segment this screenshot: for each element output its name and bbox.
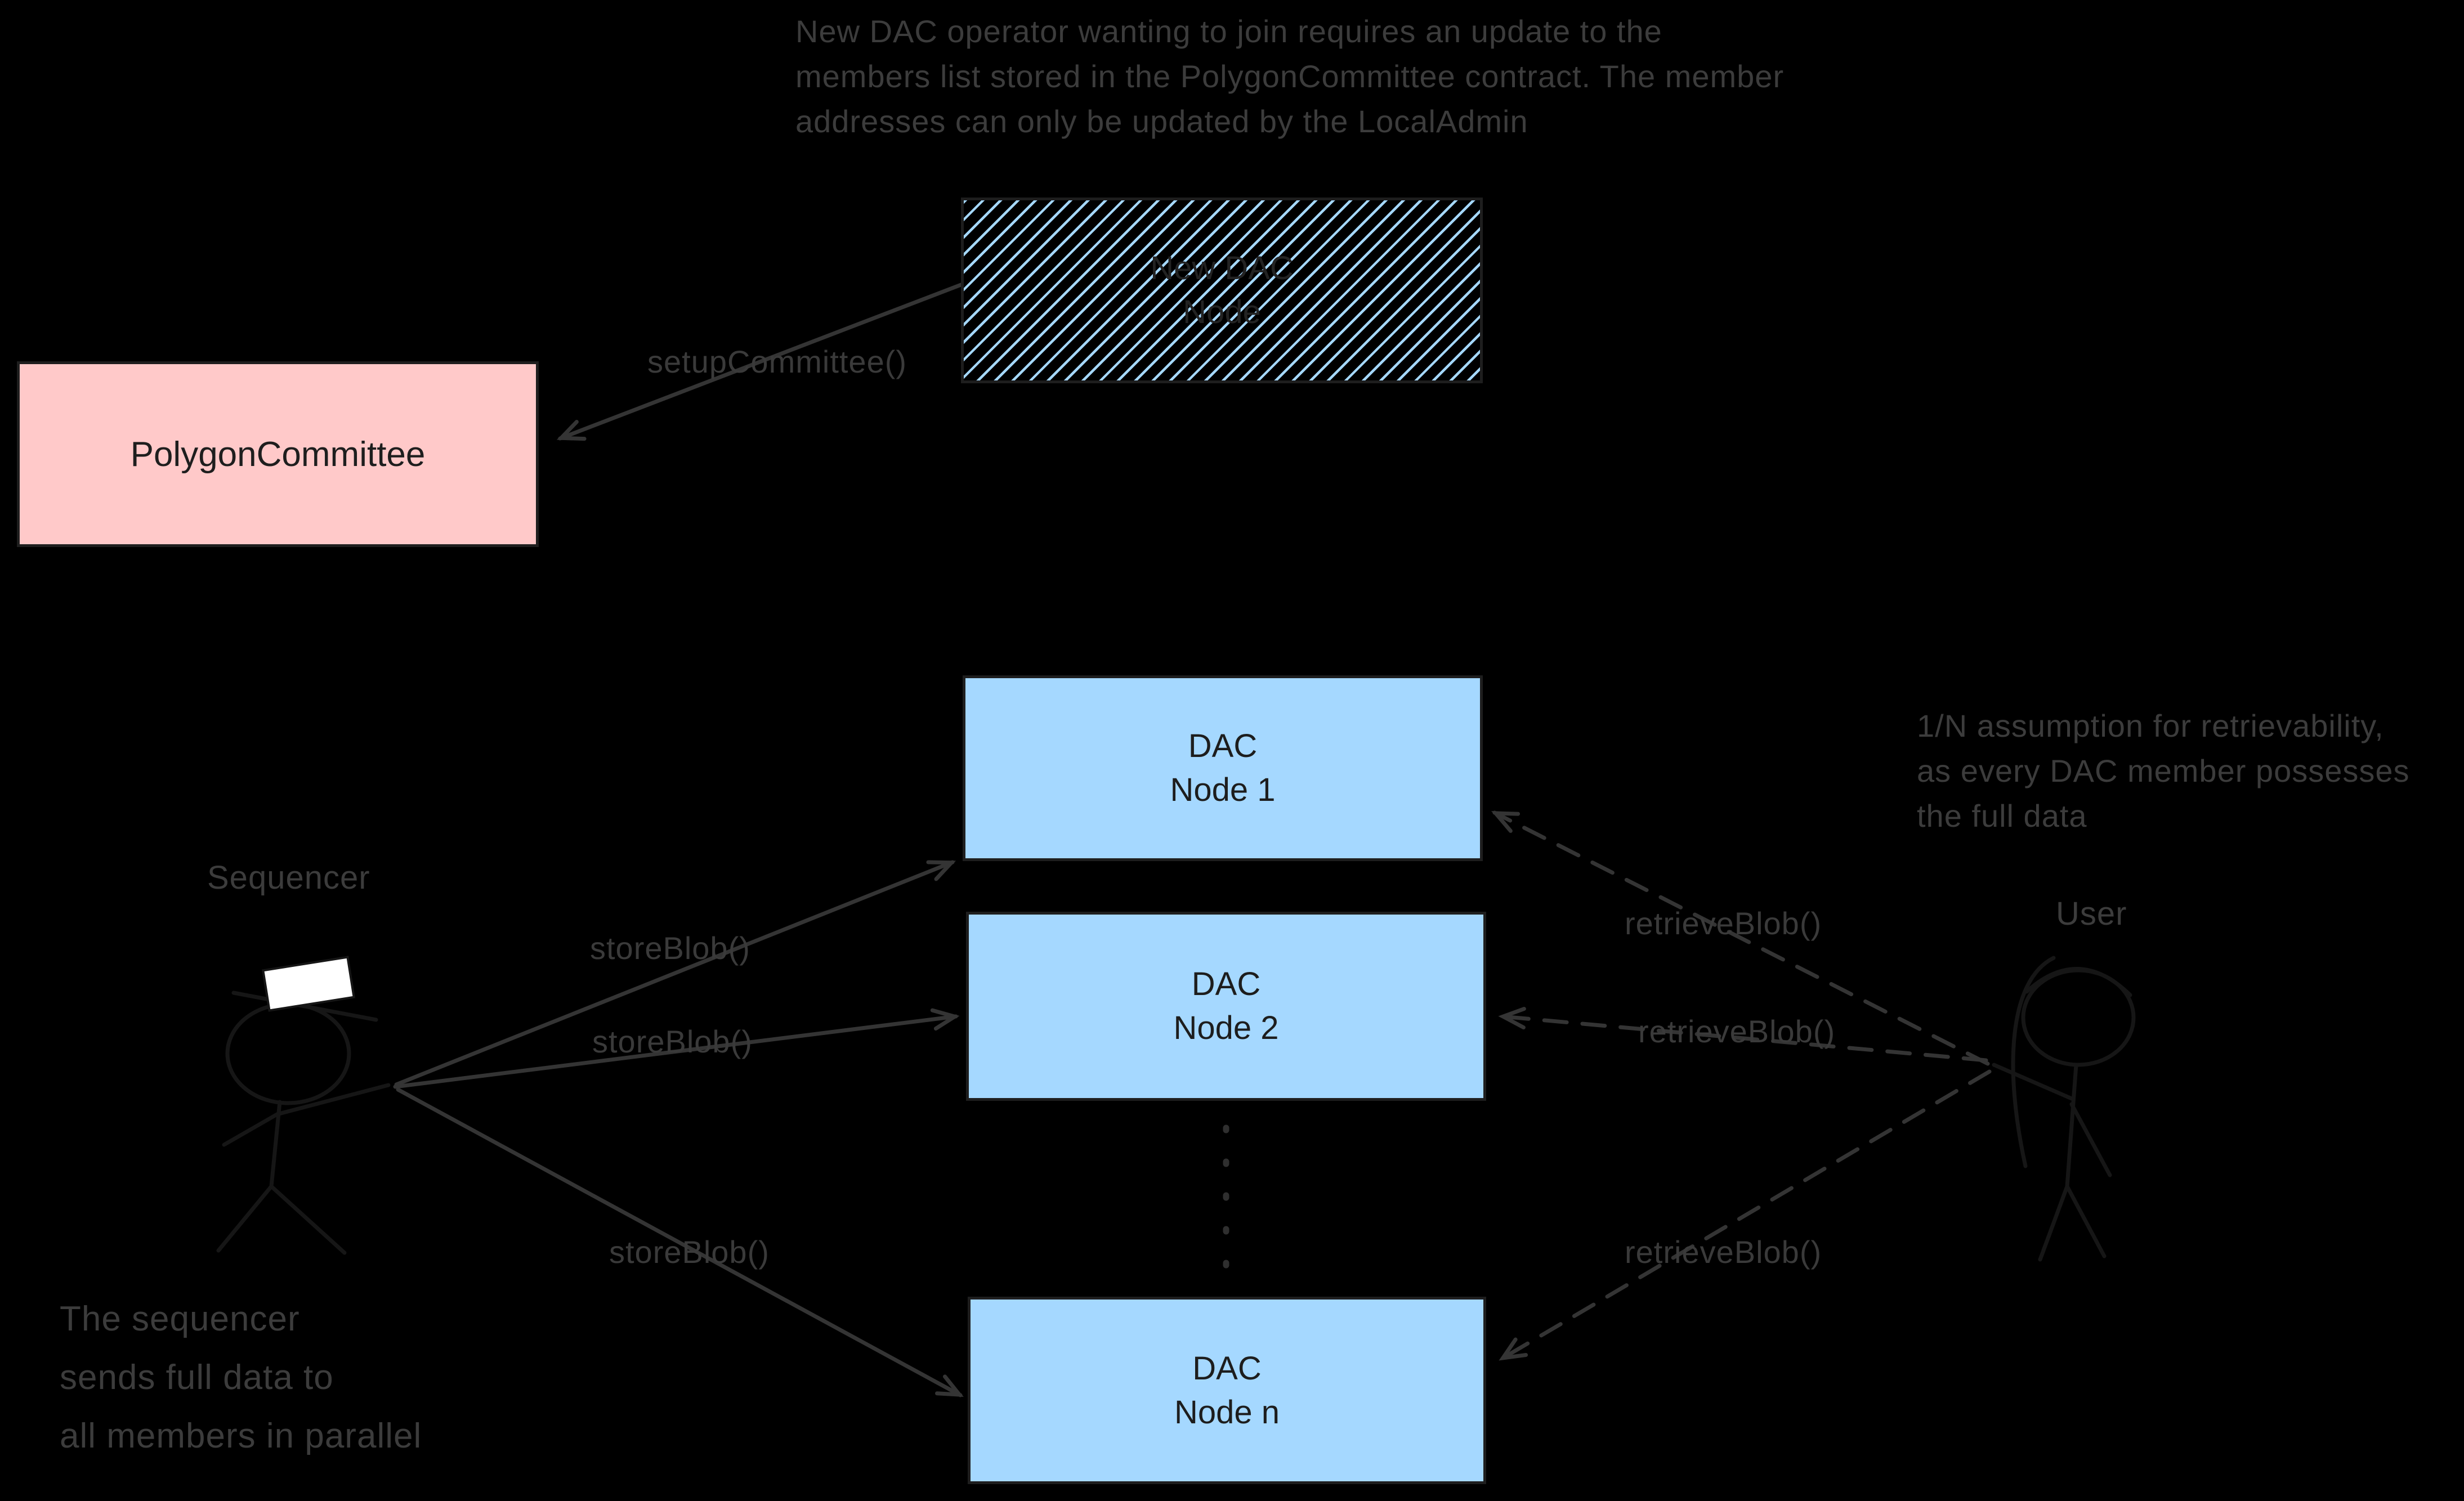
note-line: The sequencer <box>60 1300 300 1338</box>
note-new-dac-operator: New DAC operator wanting to join require… <box>795 9 1784 144</box>
arrow-retrieve-blob-node1 <box>1491 810 1990 1066</box>
arrow-setup-committee <box>556 283 963 441</box>
box-dac-node-1: DAC Node 1 <box>963 675 1483 861</box>
box-label-line: Node 2 <box>1173 1010 1279 1046</box>
note-line: 1/N assumption for retrievability, <box>1917 708 2384 743</box>
label-sequencer: Sequencer <box>207 859 370 896</box>
box-label-line: New DAC <box>1150 250 1294 286</box>
box-label-line: DAC <box>1192 1350 1262 1387</box>
sequencer-person-icon <box>216 956 391 1255</box>
label-setup-committee: setupCommittee() <box>647 344 907 379</box>
arrow-retrieve-blob-noden <box>1499 1069 1992 1361</box>
box-label-line: DAC <box>1188 728 1258 764</box>
arrow-retrieve-blob-node2 <box>1498 1007 1988 1063</box>
arrow-store-blob-node1 <box>394 860 956 1087</box>
label-user: User <box>2056 895 2127 932</box>
label-retrieve-blob-n: retrieveBlob() <box>1625 1234 1822 1270</box>
label-store-blob-n: storeBlob() <box>609 1234 770 1270</box>
box-polygon-committee: PolygonCommittee <box>17 361 539 547</box>
note-parallel-broadcast: The sequencer sends full data to all mem… <box>60 1290 422 1466</box>
sequencer-hat-brim <box>231 991 378 1022</box>
arrow-store-blob-noden <box>396 1087 964 1397</box>
label-store-blob-1: storeBlob() <box>590 930 750 966</box>
note-line: all members in parallel <box>60 1417 422 1455</box>
box-label-line: Node 1 <box>1170 772 1276 808</box>
note-line: the full data <box>1917 798 2087 834</box>
note-line: addresses can only be updated by the Loc… <box>795 104 1528 139</box>
note-line: members list stored in the PolygonCommit… <box>795 59 1785 94</box>
box-label: PolygonCommittee <box>130 434 426 474</box>
box-dac-node-2: DAC Node 2 <box>966 912 1486 1101</box>
user-person-icon <box>1992 956 2136 1262</box>
arrow-store-blob-node2 <box>393 1008 960 1089</box>
note-retrievability: 1/N assumption for retrievability, as ev… <box>1917 704 2410 839</box>
note-line: sends full data to <box>60 1358 334 1397</box>
label-retrieve-blob-1: retrieveBlob() <box>1625 906 1822 941</box>
box-label-line: Node n <box>1174 1394 1280 1431</box>
label-store-blob-2: storeBlob() <box>592 1024 753 1059</box>
box-label-line: Node <box>1183 294 1261 330</box>
box-dac-node-n: DAC Node n <box>968 1297 1486 1484</box>
box-label-line: DAC <box>1191 966 1261 1002</box>
sequencer-hat-icon <box>262 956 355 1012</box>
note-line: New DAC operator wanting to join require… <box>795 14 1662 49</box>
note-line: as every DAC member possesses <box>1917 753 2410 788</box>
label-retrieve-blob-2: retrieveBlob() <box>1638 1014 1836 1049</box>
box-new-dac-node: New DAC Node <box>961 198 1483 383</box>
